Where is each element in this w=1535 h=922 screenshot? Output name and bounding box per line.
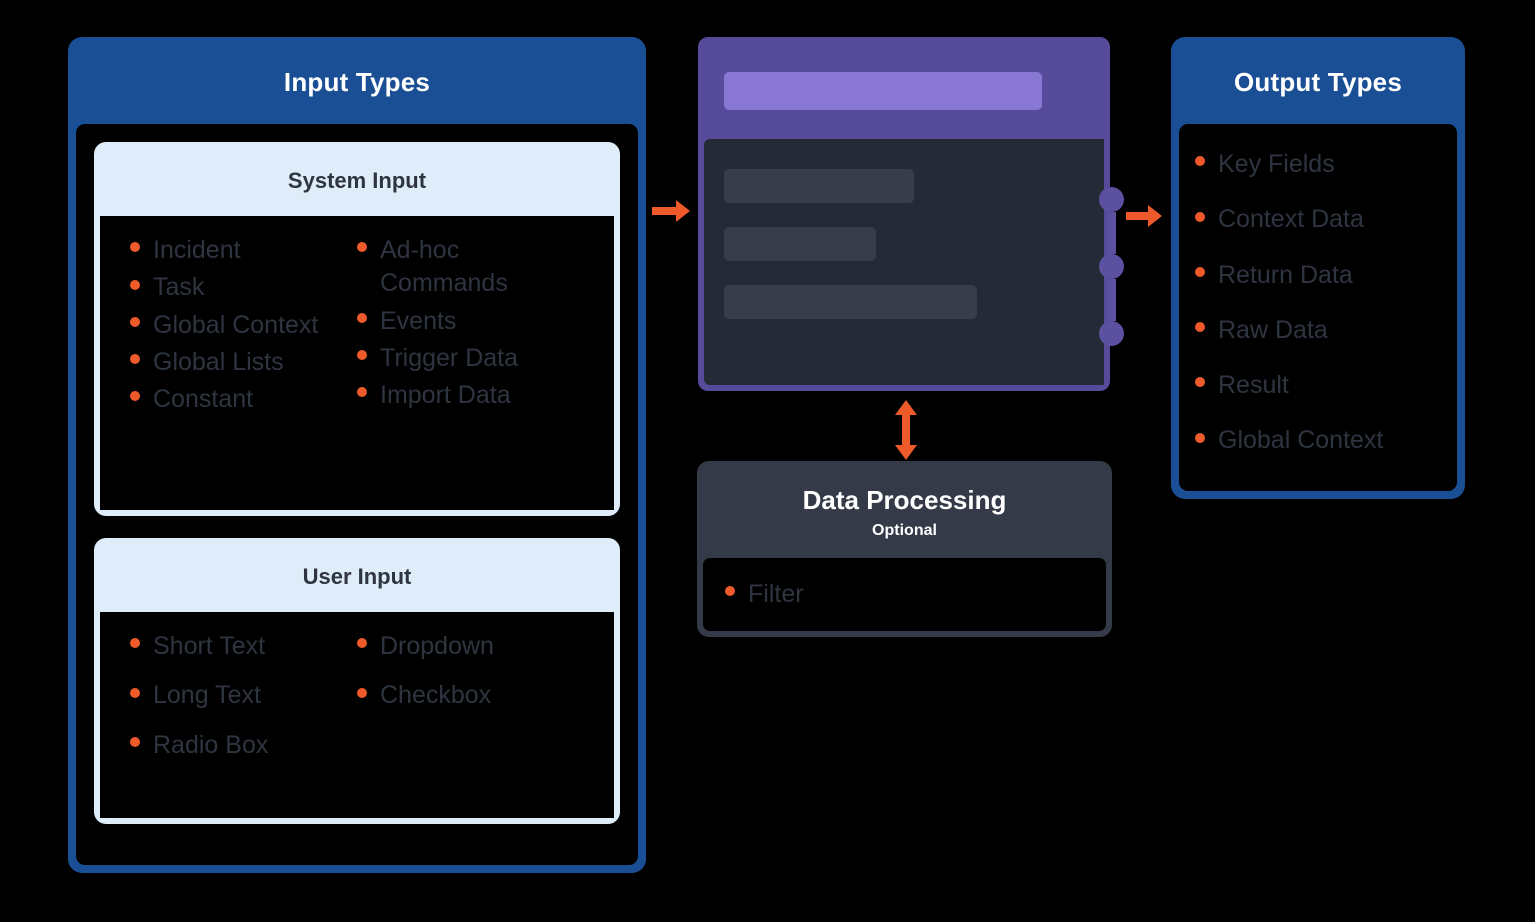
user-input-left-column: Short Text Long Text Radio Box — [108, 628, 357, 802]
bullet-icon — [357, 638, 367, 649]
system-input-section: System Input Incident Task — [94, 142, 620, 516]
bullet-icon — [357, 387, 367, 398]
system-input-right-column: Ad-hoc Commands Events Trigger Data — [357, 232, 606, 494]
list-item[interactable]: Events — [357, 303, 606, 340]
output-connector-dot[interactable] — [1099, 187, 1124, 212]
processing-node-header — [704, 43, 1104, 139]
data-processing-body: Filter — [703, 558, 1106, 632]
list-item[interactable]: Ad-hoc Commands — [357, 232, 606, 303]
bullet-icon — [130, 687, 140, 698]
bullet-icon — [1195, 156, 1205, 167]
connector-segment — [1107, 212, 1116, 254]
list-item[interactable]: Raw Data — [1195, 312, 1441, 349]
arrow-input-to-node — [652, 198, 692, 224]
list-item[interactable]: Short Text — [130, 628, 357, 665]
list-item[interactable]: Filter — [725, 576, 1084, 613]
list-item[interactable]: Global Context — [130, 307, 357, 344]
list-item[interactable]: Return Data — [1195, 257, 1441, 294]
list-item[interactable]: Trigger Data — [357, 340, 606, 377]
data-processing-subtitle: Optional — [872, 522, 937, 539]
list-item[interactable]: Result — [1195, 367, 1441, 404]
processing-node-body — [704, 139, 1104, 385]
data-processing-title: Data Processing — [802, 485, 1007, 515]
bullet-icon — [130, 736, 140, 747]
output-types-list: Key Fields Context Data Return Data Raw … — [1195, 146, 1441, 460]
system-input-title: System Input — [287, 168, 427, 193]
bullet-icon — [130, 279, 140, 290]
list-item[interactable]: Import Data — [357, 377, 606, 414]
user-input-title: User Input — [302, 564, 412, 589]
user-input-columns: Short Text Long Text Radio Box — [108, 628, 606, 802]
bullet-icon — [1195, 377, 1205, 388]
output-types-body: Key Fields Context Data Return Data Raw … — [1179, 124, 1457, 491]
list-item[interactable]: Global Lists — [130, 344, 357, 381]
list-item[interactable]: Global Context — [1195, 422, 1441, 459]
input-types-panel: Input Types System Input Incident — [68, 37, 646, 873]
list-item[interactable]: Dropdown — [357, 628, 606, 665]
arrow-node-to-output — [1126, 203, 1164, 229]
processing-node[interactable] — [698, 37, 1124, 391]
output-connector-dot[interactable] — [1099, 254, 1124, 279]
output-connector-dot[interactable] — [1099, 321, 1124, 346]
input-types-body: System Input Incident Task — [76, 124, 638, 865]
list-item[interactable]: Long Text — [130, 677, 357, 714]
bullet-icon — [130, 242, 140, 253]
node-header-placeholder-bar — [724, 72, 1042, 110]
user-input-body: Short Text Long Text Radio Box — [100, 612, 614, 818]
list-item[interactable]: Task — [130, 269, 357, 306]
bullet-icon — [130, 391, 140, 402]
bullet-icon — [357, 242, 367, 253]
node-output-connectors — [1099, 187, 1124, 346]
field-placeholder-bar — [724, 227, 876, 261]
output-types-title: Output Types — [1233, 67, 1403, 97]
bullet-icon — [357, 350, 367, 361]
bullet-icon — [1195, 432, 1205, 443]
list-item[interactable]: Constant — [130, 381, 357, 418]
bullet-icon — [130, 354, 140, 365]
bullet-icon — [357, 687, 367, 698]
list-item[interactable]: Radio Box — [130, 727, 357, 764]
list-item[interactable]: Key Fields — [1195, 146, 1441, 183]
list-item[interactable]: Incident — [130, 232, 357, 269]
user-input-right-column: Dropdown Checkbox — [357, 628, 606, 802]
bullet-icon — [130, 316, 140, 327]
user-input-section: User Input Short Text Long Text — [94, 538, 620, 824]
bullet-icon — [357, 312, 367, 323]
bullet-icon — [1195, 211, 1205, 222]
bullet-icon — [725, 586, 735, 597]
list-item[interactable]: Checkbox — [357, 677, 606, 714]
arrow-node-to-processing — [893, 400, 919, 460]
field-placeholder-bar — [724, 285, 977, 319]
bullet-icon — [1195, 322, 1205, 333]
bullet-icon — [130, 638, 140, 649]
system-input-body: Incident Task Global Context — [100, 216, 614, 510]
arrow-up-down-icon — [895, 400, 917, 460]
input-types-title: Input Types — [283, 67, 431, 97]
system-input-left-column: Incident Task Global Context — [108, 232, 357, 494]
output-types-panel: Output Types Key Fields Context Data Ret… — [1171, 37, 1465, 499]
bullet-icon — [1195, 266, 1205, 277]
list-item[interactable]: Context Data — [1195, 201, 1441, 238]
connector-segment — [1107, 279, 1116, 321]
system-input-columns: Incident Task Global Context — [108, 232, 606, 494]
field-placeholder-bar — [724, 169, 914, 203]
arrow-right-icon — [652, 200, 690, 222]
data-processing-node[interactable]: Data Processing Optional Filter — [697, 461, 1112, 637]
arrow-right-icon — [1126, 205, 1162, 227]
